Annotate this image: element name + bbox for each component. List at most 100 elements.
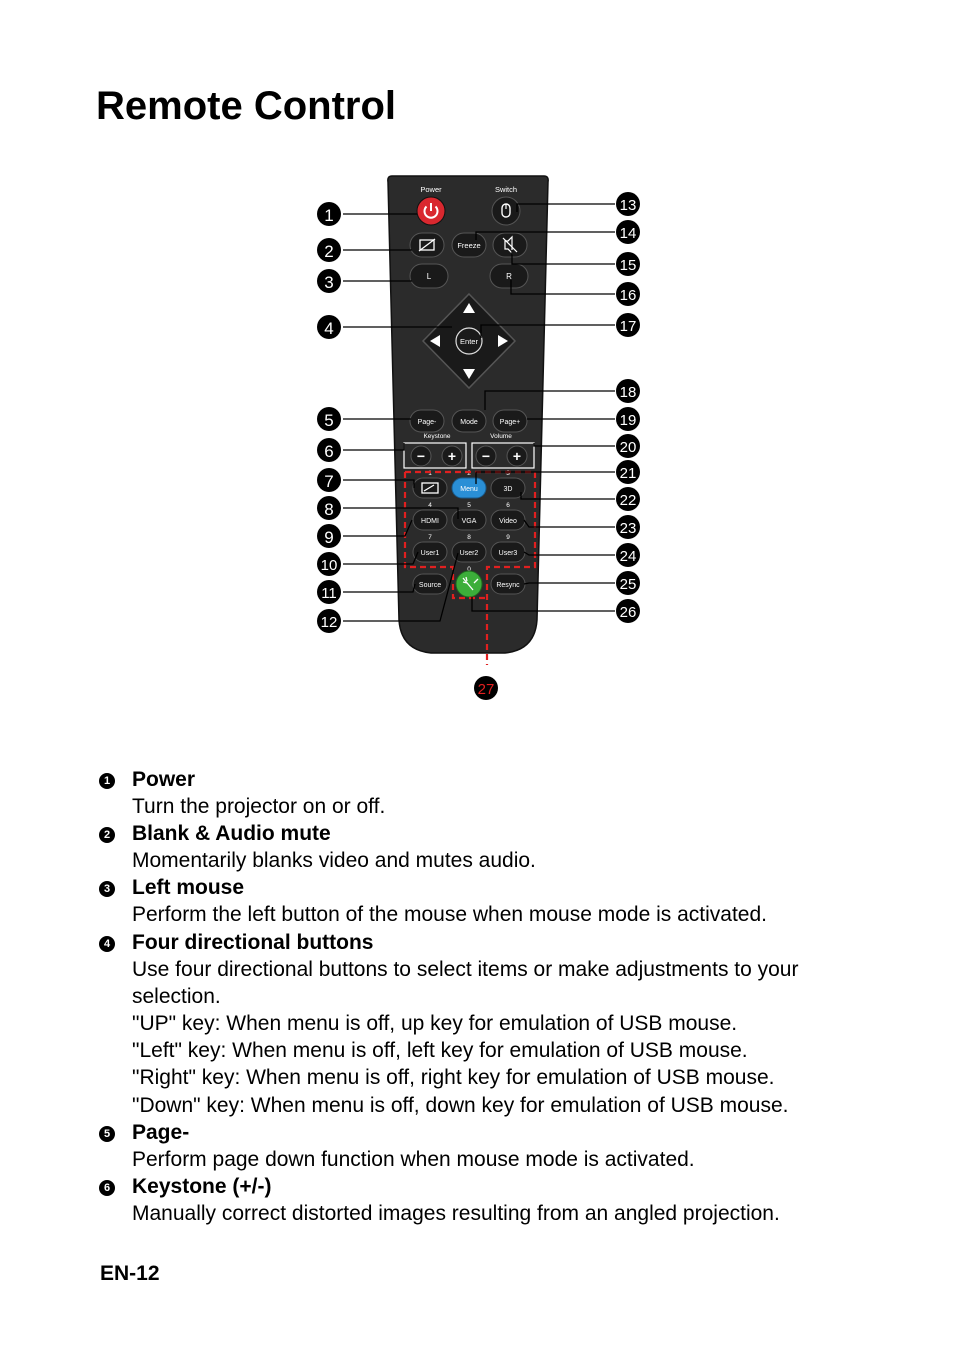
freeze-button[interactable]: Freeze xyxy=(451,232,487,258)
mute-button[interactable] xyxy=(492,232,528,258)
item-description: Perform page down function when mouse mo… xyxy=(132,1147,695,1171)
source-label: Source xyxy=(419,582,441,589)
item-description-line: "Right" key: When menu is off, right key… xyxy=(132,1066,775,1090)
volume-minus-button[interactable]: − xyxy=(475,445,497,467)
resync-label: Resync xyxy=(496,582,520,589)
item-number-badge: 2 xyxy=(99,827,115,844)
svg-text:7: 7 xyxy=(428,534,432,541)
svg-text:1: 1 xyxy=(324,206,333,225)
vga-button[interactable]: VGA xyxy=(451,509,487,531)
switch-button[interactable] xyxy=(491,196,521,226)
svg-text:13: 13 xyxy=(620,197,637,214)
mode-label: Mode xyxy=(460,419,478,426)
item-power: 1 Power Turn the projector on or off. xyxy=(96,766,876,820)
svg-text:23: 23 xyxy=(620,520,637,537)
svg-text:14: 14 xyxy=(620,225,637,242)
svg-text:21: 21 xyxy=(620,465,637,482)
menu-button[interactable]: Menu xyxy=(451,477,487,499)
video-label: Video xyxy=(499,518,517,525)
switch-label: Switch xyxy=(495,185,517,194)
laser-button[interactable] xyxy=(455,570,483,598)
left-callouts: 1 2 3 4 5 6 7 8 9 10 11 12 xyxy=(317,202,341,633)
right-mouse-button[interactable]: R xyxy=(489,263,529,289)
svg-text:1: 1 xyxy=(428,470,432,477)
svg-text:8: 8 xyxy=(467,534,471,541)
user3-label: User3 xyxy=(499,550,518,557)
keystone-group-box xyxy=(403,442,467,469)
enter-label: Enter xyxy=(460,337,478,346)
hdmi-button[interactable]: HDMI xyxy=(412,509,448,531)
item-description-line: "Down" key: When menu is off, down key f… xyxy=(132,1093,789,1117)
svg-text:16: 16 xyxy=(620,287,637,304)
item-number-badge: 5 xyxy=(99,1125,115,1142)
vga-label: VGA xyxy=(462,518,477,525)
item-page-minus: 5 Page- Perform page down function when … xyxy=(96,1119,876,1173)
page-title: Remote Control xyxy=(96,84,396,128)
svg-text:11: 11 xyxy=(321,585,337,602)
keystone-plus-button[interactable]: + xyxy=(441,445,463,467)
item-title: Page- xyxy=(132,1120,190,1144)
down-arrow-icon xyxy=(463,369,475,379)
user2-button[interactable]: User2 xyxy=(451,541,487,563)
freeze-label: Freeze xyxy=(457,241,480,250)
svg-text:4: 4 xyxy=(428,502,432,509)
item-description-line: "Left" key: When menu is off, left key f… xyxy=(132,1039,748,1063)
power-button[interactable] xyxy=(416,196,446,226)
user3-button[interactable]: User3 xyxy=(490,541,526,563)
item-title: Keystone (+/-) xyxy=(132,1175,272,1199)
svg-text:17: 17 xyxy=(620,318,637,335)
mode-button[interactable]: Mode xyxy=(451,409,487,433)
svg-text:12: 12 xyxy=(321,614,338,631)
directional-pad[interactable]: Enter xyxy=(421,292,517,390)
page-plus-button[interactable]: Page+ xyxy=(492,409,528,433)
svg-text:6: 6 xyxy=(506,502,510,509)
svg-text:2: 2 xyxy=(467,470,471,477)
svg-text:6: 6 xyxy=(324,442,333,461)
page-minus-button[interactable]: Page- xyxy=(409,409,445,433)
svg-text:8: 8 xyxy=(324,500,333,519)
video-button[interactable]: Video xyxy=(490,509,526,531)
svg-text:+: + xyxy=(513,448,521,464)
svg-text:9: 9 xyxy=(324,528,333,547)
volume-group-box xyxy=(471,442,535,469)
item-title: Left mouse xyxy=(132,876,245,900)
laser-icon xyxy=(462,576,479,591)
keystone-minus-button[interactable]: − xyxy=(410,445,432,467)
resync-button[interactable]: Resync xyxy=(490,573,526,595)
item-keystone: 6 Keystone (+/-) Manually correct distor… xyxy=(96,1173,876,1227)
item-blank-audio-mute: 2 Blank & Audio mute Momentarily blanks … xyxy=(96,820,876,874)
svg-text:19: 19 xyxy=(620,412,637,429)
volume-label: Volume xyxy=(490,433,512,440)
item-description: Manually correct distorted images result… xyxy=(132,1202,780,1226)
left-arrow-icon xyxy=(430,335,440,347)
user1-button[interactable]: User1 xyxy=(412,541,448,563)
item-title: Four directional buttons xyxy=(132,930,374,954)
svg-text:25: 25 xyxy=(620,576,637,593)
item-description: Use four directional buttons to select i… xyxy=(132,957,799,1008)
volume-plus-button[interactable]: + xyxy=(506,445,528,467)
left-mouse-label: L xyxy=(427,272,432,281)
blank-mute-button[interactable] xyxy=(409,232,445,258)
svg-text:22: 22 xyxy=(620,492,637,509)
right-callouts: 13 14 15 16 17 18 19 20 21 22 23 24 25 2… xyxy=(616,192,640,623)
source-button[interactable]: Source xyxy=(412,573,448,595)
item-title: Blank & Audio mute xyxy=(132,822,331,846)
enter-button xyxy=(455,327,483,355)
svg-text:24: 24 xyxy=(620,548,637,565)
page-plus-label: Page+ xyxy=(500,419,520,426)
svg-text:+: + xyxy=(448,448,456,464)
right-arrow-icon xyxy=(498,335,508,347)
bottom-callout: 27 xyxy=(474,676,498,700)
svg-text:5: 5 xyxy=(467,502,471,509)
keystone-label: Keystone xyxy=(423,433,450,440)
svg-text:27: 27 xyxy=(478,681,495,698)
aspect-ratio-button[interactable] xyxy=(412,477,448,499)
svg-text:15: 15 xyxy=(620,257,637,274)
item-title: Power xyxy=(132,768,196,791)
left-mouse-button[interactable]: L xyxy=(409,263,449,289)
button-descriptions: 1 Power Turn the projector on or off. 2 … xyxy=(96,766,876,1227)
three-d-button[interactable]: 3D xyxy=(490,477,526,499)
item-number-badge: 3 xyxy=(99,881,115,898)
item-description: Turn the projector on or off. xyxy=(132,795,386,818)
up-arrow-icon xyxy=(463,303,475,313)
